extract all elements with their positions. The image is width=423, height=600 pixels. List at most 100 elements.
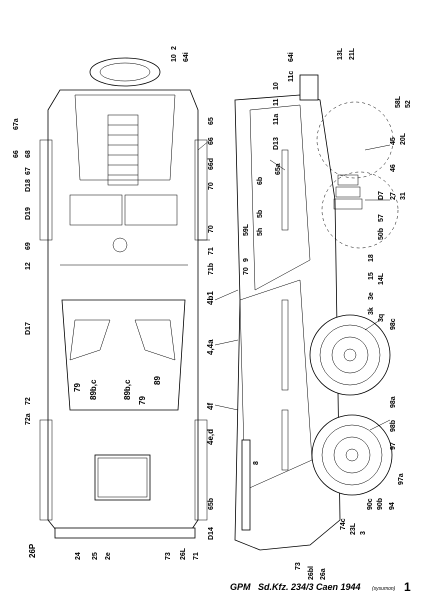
leader-lines	[197, 139, 391, 431]
label: 66d	[208, 158, 215, 170]
label: 50b	[378, 228, 385, 240]
label: D7	[378, 191, 385, 200]
label: 70	[208, 225, 215, 233]
label: 4e,d	[206, 429, 215, 445]
label: 4b1	[206, 291, 215, 305]
label: D17	[25, 322, 32, 335]
side-view-inner-labels: 65a 6b 5b 5h 59L 9 70 8	[243, 163, 282, 465]
label: 66	[208, 137, 215, 145]
footer-credit: (sysumon)	[372, 586, 396, 592]
label: 45	[390, 137, 397, 145]
label: 65a	[275, 163, 282, 175]
top-view-top-labels: 2 10 64i	[171, 46, 190, 62]
label: 97a	[398, 473, 405, 485]
label: 10	[273, 82, 280, 90]
label: 3k	[368, 307, 375, 315]
label: 89	[153, 376, 162, 385]
label: 72a	[25, 413, 32, 425]
footer: GPM Sd.Kfz. 234/3 Caen 1944 (sysumon) 1	[230, 580, 411, 594]
label: 5b	[257, 210, 264, 218]
label: 11c	[288, 71, 295, 82]
label: 26L	[180, 547, 187, 560]
label: 59L	[243, 223, 250, 236]
label: 65b	[208, 498, 215, 510]
label: 26P	[28, 543, 37, 558]
label: 14L	[378, 272, 385, 285]
label: 27	[390, 192, 397, 200]
label: 69	[25, 242, 32, 250]
label: 64i	[183, 52, 190, 62]
footer-title: Sd.Kfz. 234/3 Caen 1944	[258, 582, 361, 592]
label: 97	[390, 442, 397, 450]
label: 20L	[400, 132, 407, 145]
side-view-wheels	[309, 101, 399, 496]
label: 5h	[257, 228, 264, 236]
label: D13	[273, 137, 280, 150]
label: 98c	[390, 318, 397, 330]
label: 70	[208, 182, 215, 190]
label: 94	[389, 502, 396, 510]
label: 98b	[390, 420, 397, 432]
side-view-top-labels: 10 11 11a D13 64i 11c 13L 21L	[273, 47, 356, 150]
label: 24	[75, 552, 82, 560]
label: 11a	[273, 114, 280, 125]
label: 98a	[390, 396, 397, 408]
top-view-hull	[39, 57, 208, 539]
top-view-right-labels: 66 65 70 66d 70 71 71b 4b1 4,4a 4f 4e,d …	[206, 117, 215, 540]
label: 11	[273, 98, 280, 106]
label: 73	[165, 552, 172, 560]
label: 70	[243, 267, 250, 275]
label: 57	[378, 214, 385, 222]
label: 72	[25, 397, 32, 405]
label: 4f	[206, 403, 215, 410]
label: 64i	[288, 52, 295, 62]
label: 71b	[208, 263, 215, 275]
label: 89b,c	[89, 379, 98, 400]
top-view-bottom-labels: 24 25 2e 73 26L 71	[75, 547, 200, 560]
label: 13L	[337, 47, 344, 60]
label: D18	[25, 179, 32, 192]
label: 65	[208, 117, 215, 125]
label: 31	[400, 192, 407, 200]
label: 71	[208, 247, 215, 255]
label: 2e	[105, 552, 112, 560]
label: 21L	[349, 47, 356, 60]
label: 46	[390, 164, 397, 172]
page-number: 1	[404, 580, 411, 594]
label: 6b	[257, 177, 264, 185]
label: 71	[193, 552, 200, 560]
label: D19	[25, 207, 32, 220]
label: 9	[243, 258, 250, 262]
label: 3e	[368, 292, 375, 300]
label: 18	[368, 254, 375, 262]
label: 26a	[320, 568, 327, 580]
label: 15	[368, 272, 375, 280]
label: 90b	[377, 498, 384, 510]
label: 52	[405, 100, 412, 108]
label: 8	[253, 461, 260, 465]
label: 74c	[340, 518, 347, 530]
top-view-center-labels: 79 89b,c 89b,c 79 89	[73, 376, 162, 405]
label: 67a	[13, 118, 20, 130]
side-view-hull	[234, 74, 341, 551]
label: 3	[360, 531, 367, 535]
footer-brand: GPM	[230, 582, 251, 592]
label: 23L	[350, 522, 357, 535]
label: 12	[25, 262, 32, 270]
top-view-left-labels: 67a 66 68 67 D18 D19 69 12 D17 72a 72 26…	[13, 118, 37, 558]
label: 58L	[395, 95, 402, 108]
label: 10	[171, 54, 178, 62]
label: 89b,c	[123, 379, 132, 400]
label: 79	[138, 396, 147, 405]
side-view-right-labels: 58L 52 45 20L 46 D7 27 31 18 50b 57 15 1…	[295, 95, 412, 580]
label: 68	[25, 150, 32, 158]
label: 79	[73, 383, 82, 392]
label: D14	[208, 527, 215, 540]
label: 25	[92, 552, 99, 560]
label: 3q	[378, 314, 385, 322]
label: 90c	[367, 498, 374, 510]
label: 26bl	[308, 566, 315, 580]
label: 73	[295, 562, 302, 570]
label: 2	[171, 46, 178, 50]
